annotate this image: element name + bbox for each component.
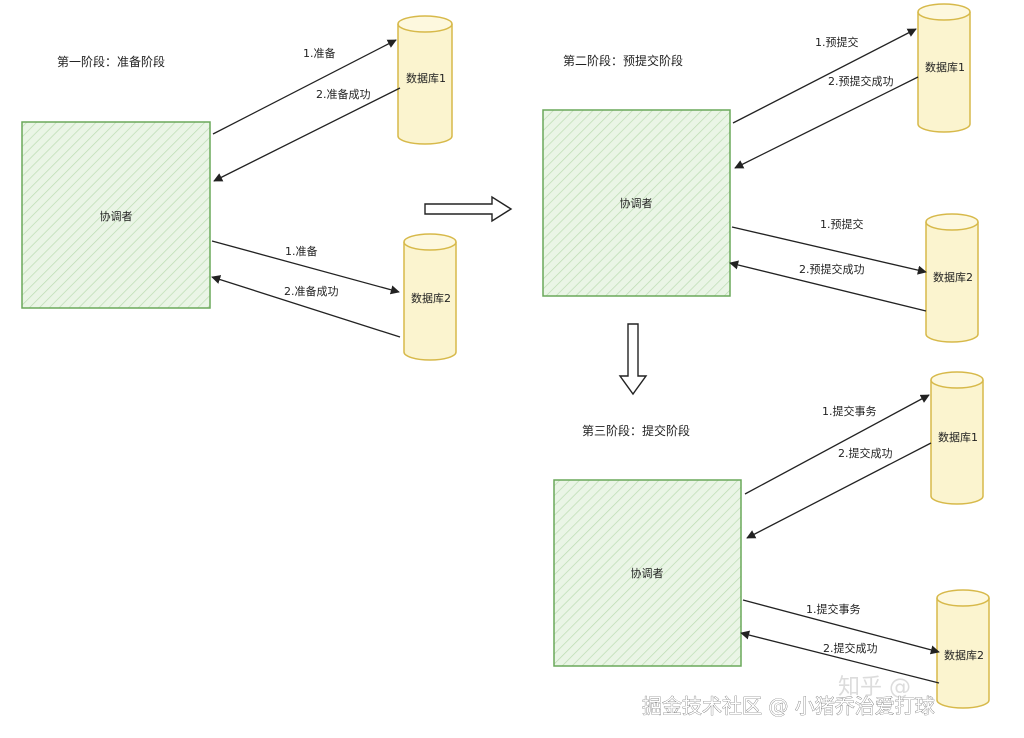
stage-1-db2-response-label: 2.准备成功 [284, 284, 339, 298]
stage-2-db2-response-label: 2.预提交成功 [799, 262, 865, 276]
watermark-faint: 知乎 @ [838, 675, 911, 700]
stage-2-db2-response-arrow [729, 260, 927, 312]
stage-2-db1-request-label: 1.预提交 [815, 35, 859, 49]
stage-1: 第一阶段：准备阶段 协调者 数据库1 数据库2 1.准备 2.准备成功 1.准备… [21, 15, 457, 361]
stage-3-db2-response-label: 2.提交成功 [823, 641, 878, 655]
database-2-stage-1-label: 数据库2 [411, 291, 451, 305]
coordinator-1: 协调者 [21, 121, 211, 309]
coordinator-2: 协调者 [542, 109, 731, 297]
coordinator-2-label: 协调者 [620, 196, 653, 210]
coordinator-1-label: 协调者 [100, 209, 133, 223]
database-2-stage-2: 数据库2 [925, 213, 979, 343]
coordinator-3: 协调者 [553, 479, 742, 667]
stage-3-db1-response-arrow [746, 442, 932, 539]
stage-3: 第三阶段：提交阶段 协调者 数据库1 数据库2 1.提交事务 2.提交成功 1.… [553, 371, 990, 709]
database-2-stage-1: 数据库2 [403, 233, 457, 361]
database-2-stage-3-label: 数据库2 [944, 648, 984, 662]
stage-1-db1-response-label: 2.准备成功 [316, 87, 371, 101]
stage-1-db2-request-arrow [211, 240, 400, 295]
stage-1-db2-request-label: 1.准备 [285, 244, 318, 258]
database-1-stage-1-label: 数据库1 [406, 71, 446, 85]
stage-3-db1-response-label: 2.提交成功 [838, 446, 893, 460]
stage-1-db1-response-arrow [213, 87, 401, 182]
stage-2-db1-response-arrow [734, 76, 919, 169]
stage-2-db2-request-label: 1.预提交 [820, 217, 864, 231]
database-2-stage-3: 数据库2 [936, 589, 990, 709]
phase-1-title: 第一阶段：准备阶段 [57, 54, 165, 69]
stage-3-db2-response-arrow [740, 630, 940, 684]
transition-arrow-right [424, 195, 513, 223]
database-1-stage-3-label: 数据库1 [938, 430, 978, 444]
transition-arrow-down [618, 323, 648, 396]
stage-2-db2-request-arrow [731, 226, 927, 275]
stage-3-db2-request-label: 1.提交事务 [806, 602, 861, 616]
database-2-stage-2-label: 数据库2 [933, 270, 973, 284]
stage-1-db1-request-arrow [212, 39, 397, 135]
stage-3-db1-request-label: 1.提交事务 [822, 404, 877, 418]
database-1-stage-2-label: 数据库1 [925, 60, 965, 74]
database-1-stage-1: 数据库1 [397, 15, 453, 145]
database-1-stage-3: 数据库1 [930, 371, 984, 505]
stage-2: 第二阶段：预提交阶段 协调者 数据库1 数据库2 1.预提交 2.预提交成功 1… [542, 3, 979, 343]
coordinator-3-label: 协调者 [631, 566, 664, 580]
watermark-main: 掘金技术社区 @ 小猪乔治爱打球 [642, 694, 935, 718]
stage-2-db1-response-label: 2.预提交成功 [828, 74, 894, 88]
phase-2-title: 第二阶段：预提交阶段 [563, 53, 683, 68]
stage-1-db1-request-label: 1.准备 [303, 46, 336, 60]
stage-3-db1-request-arrow [744, 394, 930, 495]
stage-2-db1-request-arrow [732, 28, 917, 124]
stage-1-db2-response-arrow [211, 275, 401, 338]
stage-3-db2-request-arrow [742, 599, 940, 655]
phase-3-title: 第三阶段：提交阶段 [582, 423, 690, 438]
database-1-stage-2: 数据库1 [917, 3, 971, 133]
